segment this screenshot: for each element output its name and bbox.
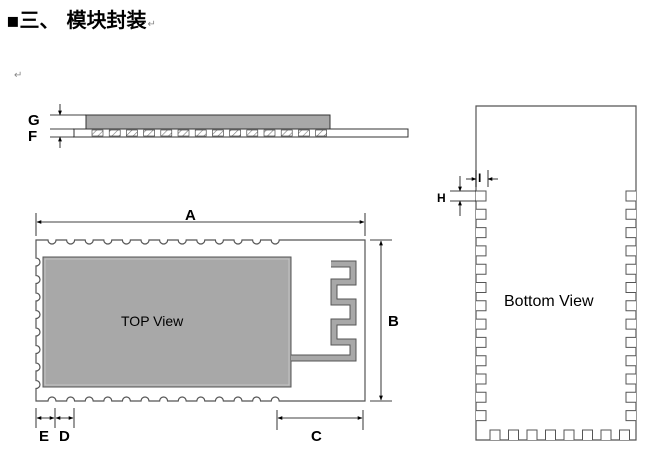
bottom-view-left-pad <box>476 391 487 403</box>
bottom-view-bottom-pad <box>545 429 556 440</box>
side-view-pad <box>177 129 190 137</box>
dimension-label-e: E <box>39 428 49 445</box>
side-view-pads <box>91 129 327 137</box>
dimension-label-i: I <box>478 171 481 185</box>
bottom-view-bottom-pad <box>600 429 612 440</box>
bottom-view-left-pad <box>476 227 487 239</box>
bottom-view-bottom-pad <box>489 429 501 440</box>
bottom-view-right-pad <box>625 373 636 385</box>
bottom-view-left-pad <box>476 318 487 330</box>
side-view-pad <box>160 129 173 137</box>
bottom-view-bottom-pad <box>526 429 538 440</box>
section-heading-text: ▪三、 模块封装 <box>6 8 147 32</box>
top-view-shield <box>42 256 292 388</box>
bottom-view-bottom-pad <box>508 429 519 440</box>
bottom-view-right-pad <box>625 245 636 257</box>
top-view-label: TOP View <box>121 313 184 329</box>
bottom-view-right-pad <box>625 355 636 367</box>
side-view-pad <box>143 129 155 137</box>
dimension-label-c: C <box>311 428 322 445</box>
side-view-pad <box>126 129 138 137</box>
bottom-view-right-pad <box>625 208 636 220</box>
bottom-view-left-pad <box>476 282 487 293</box>
dimension-label-f: F <box>28 128 37 145</box>
bottom-view-right-pad <box>625 391 636 403</box>
bottom-view-right-pad <box>625 190 636 202</box>
side-view-shield <box>85 114 331 130</box>
bottom-view: Bottom View I H <box>437 105 637 441</box>
side-view-pad <box>280 129 293 137</box>
dimension-label-a: A <box>185 207 196 224</box>
return-mark-icon: ↵ <box>147 19 156 30</box>
bottom-view-right-pad <box>625 282 636 293</box>
side-view-pad <box>298 129 310 137</box>
side-view-pcb <box>73 128 409 138</box>
dimension-label-g: G <box>28 112 40 129</box>
bottom-view-right-pad <box>625 227 636 239</box>
bottom-view-left-pad <box>476 245 487 257</box>
bottom-view-label: Bottom View <box>504 293 594 310</box>
dimension-label-d: D <box>59 428 70 445</box>
bottom-view-left-pad <box>476 208 487 220</box>
side-view-pad <box>91 129 104 137</box>
bottom-view-bottom-pad <box>619 429 630 440</box>
side-view-pad <box>246 129 259 137</box>
bottom-view-left-pad <box>476 263 487 275</box>
bottom-view-right-pad <box>625 336 636 348</box>
side-view-pad <box>108 129 121 137</box>
dimension-label-h: H <box>437 191 446 205</box>
top-view: TOP View A B C E D <box>35 207 399 445</box>
bottom-view-right-pad <box>625 318 636 330</box>
bottom-view-outline <box>475 105 637 441</box>
bottom-view-left-pad <box>476 410 487 422</box>
bottom-view-left-pad <box>476 355 487 367</box>
side-view-pad <box>194 129 207 137</box>
bottom-view-left-pad <box>476 336 487 348</box>
side-view: G F <box>28 104 409 148</box>
bottom-view-left-pad <box>476 373 487 385</box>
paragraph-mark-icon: ↵ <box>14 70 23 81</box>
bottom-view-bottom-pad <box>563 429 575 440</box>
section-heading: ▪三、 模块封装↵ <box>6 4 156 33</box>
dimension-label-b: B <box>388 313 399 330</box>
bottom-view-left-pad <box>476 300 487 312</box>
side-view-pad <box>229 129 241 137</box>
bottom-view-right-pad <box>625 410 636 422</box>
bottom-view-right-pad <box>625 300 636 312</box>
side-view-pad <box>212 129 224 137</box>
bottom-view-left-pad <box>476 190 487 202</box>
bottom-view-right-pad <box>625 263 636 275</box>
side-view-pad <box>263 129 276 137</box>
side-view-pad <box>315 129 327 137</box>
bottom-view-bottom-pad <box>582 429 593 440</box>
